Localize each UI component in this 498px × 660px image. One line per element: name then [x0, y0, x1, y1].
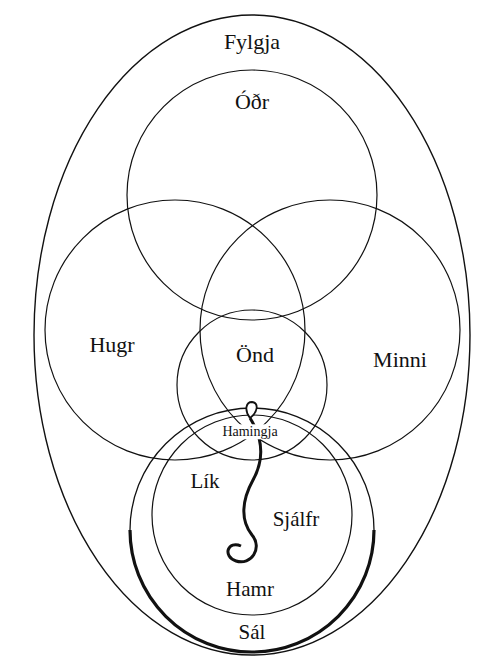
serpent-head [246, 402, 256, 418]
soul-part-label: Hamingja [219, 424, 280, 439]
soul-part-label: Hamr [226, 578, 274, 601]
outline [45, 200, 305, 460]
soul-circle: Hugr [45, 200, 305, 460]
soul-part-label: Sál [239, 621, 266, 644]
outline [127, 70, 377, 320]
soul-part-label: Lík [190, 470, 219, 493]
circle-outline [45, 200, 305, 460]
outer-soul-oval: FylgjaÓðrHugrMinni Önd [34, 15, 470, 655]
outline [177, 310, 327, 460]
soul-part-name: Minni [373, 348, 427, 372]
body-circle [130, 408, 374, 652]
soul-part-label: Sjálfr [273, 508, 320, 531]
body-bold-outline [130, 530, 374, 652]
soul-circle: Óðr [127, 70, 377, 320]
soul-part-name: Óðr [235, 90, 269, 114]
circle-outline [200, 200, 460, 460]
outline [34, 15, 470, 655]
soul-part-name: Fylgja [224, 30, 280, 54]
soul-circle: Minni [200, 200, 460, 460]
inner-body-circle [152, 415, 352, 615]
outline [200, 200, 460, 460]
soul-part-name: Hugr [89, 333, 134, 357]
soul-part-name: Önd [236, 343, 274, 367]
